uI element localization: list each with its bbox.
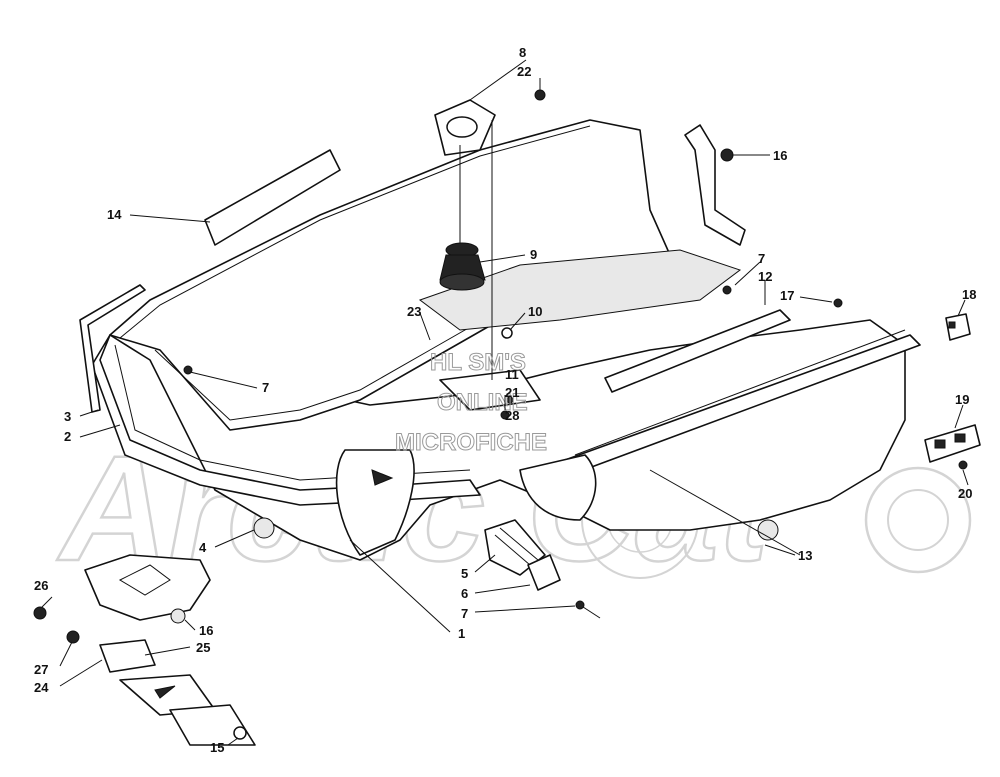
callout-6: 6 [461,586,468,601]
callout-7-left: 7 [262,380,269,395]
part-19-reflector [924,424,981,463]
callout-23: 23 [407,304,421,319]
callout-5: 5 [461,566,468,581]
callout-16-top: 16 [773,148,787,163]
part-6-gasket [527,554,561,591]
part-8-mount-plate [434,99,496,380]
callout-9: 9 [530,247,537,262]
watermark-line2: ONLINE [437,389,528,416]
callout-7-bottom: 7 [461,606,468,621]
part-12-strip [604,309,791,393]
callout-17: 17 [780,288,794,303]
callout-labels: 8 22 16 14 9 7 12 17 18 10 23 7 11 21 28… [34,45,976,755]
callout-3: 3 [64,409,71,424]
watermark-line1: HL SM'S [430,349,526,376]
callout-28: 28 [505,408,519,423]
inset-detail [33,554,256,746]
callout-21: 21 [505,385,519,400]
leader-lines [41,59,969,746]
callout-18: 18 [962,287,976,302]
callout-25: 25 [196,640,210,655]
callout-26: 26 [34,578,48,593]
callout-4: 4 [199,540,207,555]
callout-15: 15 [210,740,224,755]
callout-27: 27 [34,662,48,677]
watermark-line3: MICROFICHE [395,429,547,456]
watermark-overlay: HL SM'S ONLINE MICROFICHE [395,349,548,457]
fasteners [183,89,968,619]
callout-8: 8 [519,45,526,60]
callout-19: 19 [955,392,969,407]
callout-24: 24 [34,680,49,695]
belly-pan-assembly [91,119,921,561]
callout-11: 11 [505,367,519,382]
callout-12: 12 [758,269,772,284]
callout-1: 1 [458,626,465,641]
part-16-strap [684,124,746,246]
callout-20: 20 [958,486,972,501]
callout-16-inset: 16 [199,623,213,638]
callout-2: 2 [64,429,71,444]
callout-22: 22 [517,64,531,79]
callout-13: 13 [798,548,812,563]
part-18-clip [945,313,971,341]
part-14-trim [204,149,341,246]
callout-14: 14 [107,207,122,222]
callout-7-right: 7 [758,251,765,266]
callout-10: 10 [528,304,542,319]
part-9-boot [439,242,486,291]
